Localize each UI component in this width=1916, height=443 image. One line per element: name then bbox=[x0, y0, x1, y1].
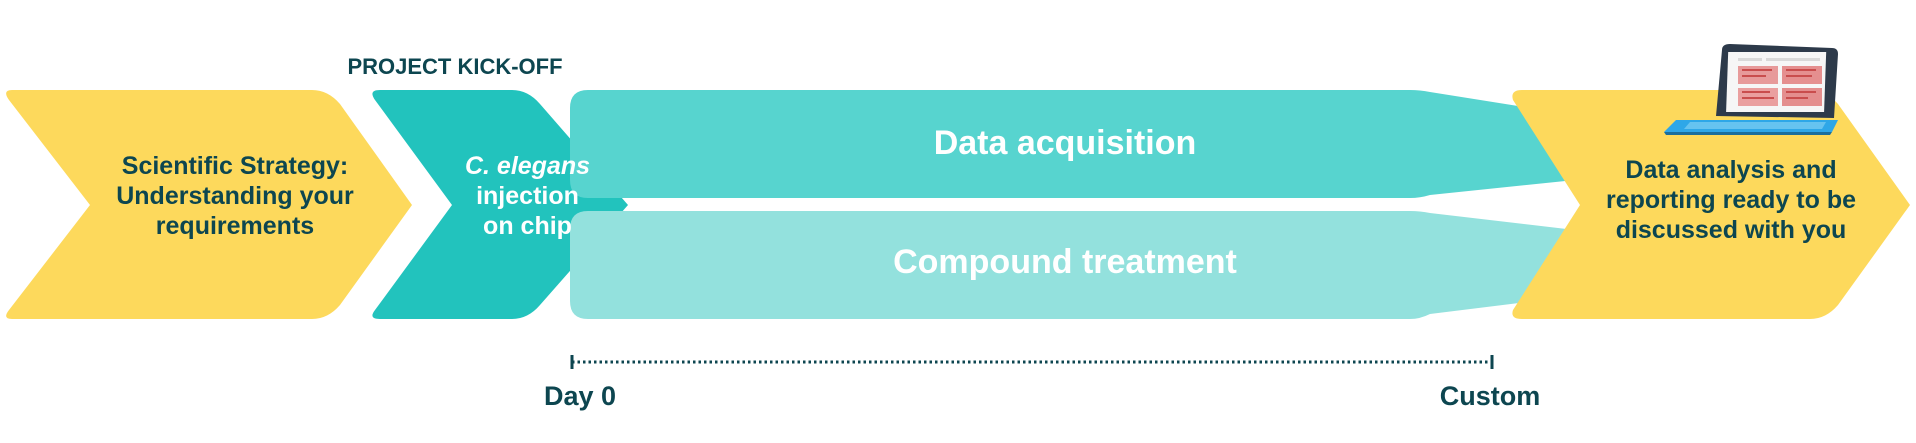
analysis-text: Data analysis and reporting ready to be … bbox=[1575, 155, 1887, 245]
analysis-line-3: discussed with you bbox=[1615, 216, 1847, 244]
strategy-line-1: Scientific Strategy: bbox=[121, 152, 349, 180]
injection-text: C. elegans injection on chip bbox=[440, 151, 615, 241]
strategy-text: Scientific Strategy: Understanding your … bbox=[90, 151, 380, 241]
injection-line-3: on chip bbox=[483, 212, 572, 240]
project-kickoff-label: PROJECT KICK-OFF bbox=[347, 54, 563, 79]
analysis-line-1: Data analysis and bbox=[1625, 156, 1837, 184]
analysis-line-2: reporting ready to be bbox=[1605, 186, 1857, 214]
strategy-line-2: Understanding your bbox=[116, 182, 354, 210]
treatment-label: Compound treatment bbox=[893, 243, 1237, 281]
acquisition-band bbox=[570, 90, 1575, 198]
laptop-report-icon bbox=[1664, 44, 1838, 135]
timeline-start-label: Day 0 bbox=[543, 381, 617, 411]
injection-chevron bbox=[372, 90, 628, 319]
acquisition-label: Data acquisition bbox=[933, 124, 1197, 162]
injection-italic-line: C. elegans bbox=[464, 152, 591, 180]
injection-line-2: injection bbox=[476, 182, 579, 210]
timeline-end-label: Custom bbox=[1439, 381, 1541, 411]
strategy-chevron bbox=[6, 90, 413, 319]
strategy-line-3: requirements bbox=[155, 212, 315, 240]
analysis-chevron bbox=[1512, 90, 1910, 319]
treatment-band bbox=[570, 211, 1575, 319]
